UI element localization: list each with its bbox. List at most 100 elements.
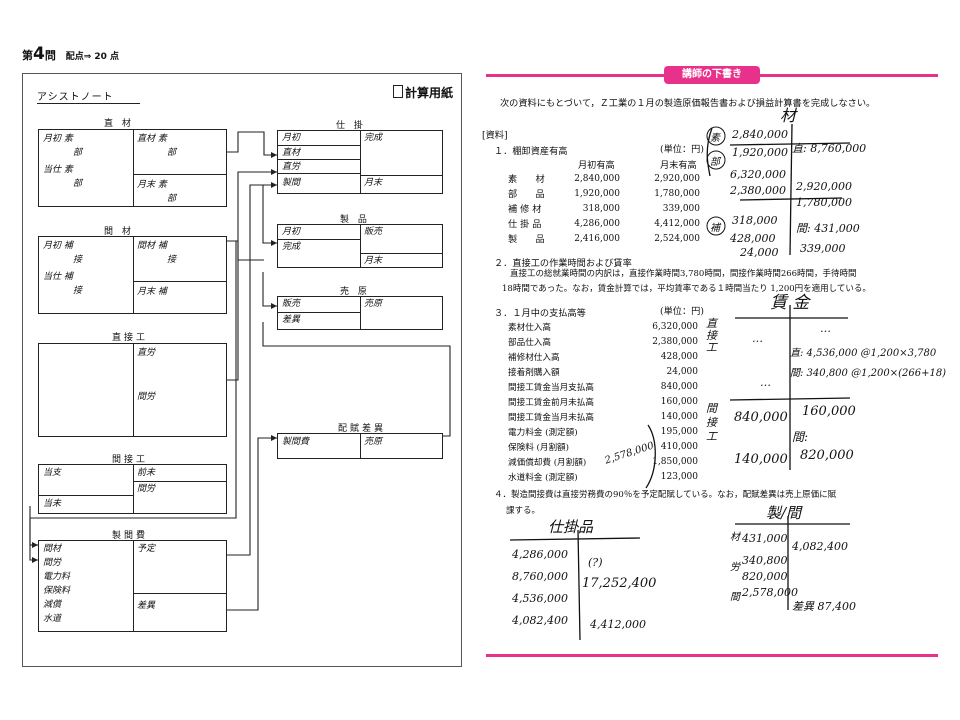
oh-r1: 間材 (43, 544, 62, 554)
wip-f: 17,252,400 (582, 576, 657, 591)
moh-d: 340,800 (742, 554, 788, 567)
dm-r3: 直材 素 (137, 134, 167, 144)
mat-c: 直: 8,760,000 (792, 142, 867, 155)
s3-row-name: 補修材仕入高 (508, 353, 560, 363)
wage-left: 直 接 工 (706, 317, 717, 354)
rep-a: 318,000 (732, 214, 778, 227)
dm-r1b: 部 (73, 148, 83, 158)
indirect-labor-title: 間接工 (112, 455, 149, 465)
mat-g: 1,780,000 (796, 196, 852, 209)
s1-col-a: 月初有高 (578, 160, 615, 171)
indirect-materials-account: 月初 補 接 当仕 補 接 間材 補 接 月末 補 (38, 236, 227, 314)
direct-labor-account: 直労 間労 (38, 343, 227, 437)
mat-a: 2,840,000 (732, 128, 788, 141)
wip-g: 4,412,000 (590, 618, 646, 631)
wip-c: 4,536,000 (512, 592, 568, 605)
dm-r2: 当仕 素 (43, 165, 73, 175)
memo-icon (392, 85, 403, 98)
s3-row-value: 195,000 (660, 427, 698, 437)
wip-d: 4,082,400 (512, 614, 568, 627)
goods-account: 月初 完成 販売 月末 (277, 224, 443, 268)
goods-title: 製 品 (340, 215, 370, 225)
assist-note-panel: アシストノート 計算用紙 (22, 73, 462, 667)
s3-row-name: 素材仕入高 (508, 323, 551, 333)
wip-e: (?) (588, 556, 603, 569)
s3-row-value: 24,000 (666, 367, 699, 377)
assist-note-title: アシストノート (37, 88, 140, 104)
wip-b: 8,760,000 (512, 570, 568, 583)
goods-r4: 月末 (364, 256, 383, 266)
s3-row-value: 123,000 (660, 472, 698, 482)
wage-dots-3: … (760, 376, 771, 389)
wip-r3: 直労 (282, 162, 301, 172)
moh-b: 431,000 (742, 532, 788, 545)
s3-row-value: 140,000 (660, 412, 698, 422)
s3-row-name: 電力料金 (測定額) (508, 428, 578, 438)
dl-r1: 直労 (137, 348, 156, 358)
wage-a: 直: 4,536,000 @1,200×3,780 (790, 348, 937, 359)
oh-r2: 間労 (43, 558, 62, 568)
s1-row-name: 補 修 材 (508, 204, 542, 215)
problem-suffix: 問 (44, 49, 56, 62)
direct-materials-account: 月初 素 部 当仕 素 部 直材 素 部 月末 素 部 (38, 129, 227, 207)
s3-row-name: 接着剤購入額 (508, 368, 560, 378)
cogs-title: 売 原 (340, 287, 370, 297)
s4-line1: ４．製造間接費は直接労務費の90％を予定配賦している。なお，配賦差異は売上原価に… (494, 490, 837, 500)
banner-line-bottom (486, 654, 938, 657)
variance-account: 製間費 売原 (277, 433, 443, 459)
s3-row-value: 410,000 (660, 442, 698, 452)
problem-prefix: 第 (22, 49, 33, 62)
s1-row-name: 素 材 (508, 174, 545, 185)
s3-row-name: 保険料 (月割額) (508, 443, 569, 453)
im-r3b: 接 (167, 255, 177, 265)
dl-r2: 間労 (137, 392, 156, 402)
wip-title-note: 仕掛品 (548, 518, 594, 536)
moh-f: 間 (730, 592, 740, 603)
oh-r5: 減償 (43, 600, 62, 610)
s3-row-value: 428,000 (660, 352, 698, 362)
s3-row-name: 減価償却費 (月割額) (508, 458, 587, 468)
s1-row-open: 2,416,000 (574, 234, 620, 244)
oh-r8: 差異 (137, 601, 156, 611)
im-r1b: 接 (73, 255, 83, 265)
var-r1: 製間費 (282, 437, 310, 447)
dm-r2b: 部 (73, 179, 83, 189)
s1-row-name: 部 品 (508, 189, 545, 200)
rep-d: 24,000 (740, 246, 779, 259)
wip-r6: 月末 (364, 178, 383, 188)
s3-row-value: 840,000 (660, 382, 698, 392)
moh-i: 差異 87,400 (792, 600, 856, 613)
s1-col-b: 月末有高 (660, 160, 697, 171)
instructor-draft-banner: 講師の下書き (664, 66, 760, 84)
intro-text: 次の資料にもとづいて，Ｚ工業の１月の製造原価報告書および損益計算書を完成しなさい… (500, 98, 876, 109)
s1-unit: (単位：円) (660, 144, 704, 155)
dm-r1: 月初 素 (43, 134, 73, 144)
ind-e: 820,000 (800, 448, 854, 463)
wip-account: 月初 直材 直労 製間 完成 月末 (277, 130, 443, 194)
wip-a: 4,286,000 (512, 548, 568, 561)
s1-row-open: 1,920,000 (574, 189, 620, 199)
problem-header: 第4問 配点⇒ 20 点 (22, 44, 119, 64)
goods-r3: 販売 (364, 227, 383, 237)
s1-row-name: 製 品 (508, 234, 545, 245)
goods-r2: 完成 (282, 242, 301, 252)
il-r3: 間労 (137, 484, 156, 494)
cogs-r1: 販売 (282, 299, 301, 309)
wage-dots-1: … (752, 332, 763, 345)
mat-kind3: 補 (710, 223, 720, 234)
s2-title: ２．直接工の作業時間および賃率 (494, 258, 632, 269)
s1-row-name: 仕 掛 品 (508, 219, 542, 230)
variance-title: 配賦差異 (338, 424, 387, 434)
s3-row-name: 水道料金 (測定額) (508, 473, 578, 483)
mat-e: 2,380,000 (730, 184, 786, 197)
cogs-r2: 差異 (282, 315, 301, 325)
mat-kind1: 素 (710, 133, 720, 144)
s3-row-name: 部品仕入高 (508, 338, 551, 348)
im-r4: 月末 補 (137, 287, 167, 297)
rep-c: 428,000 (730, 232, 776, 245)
s3-title: ３．１月中の支払高等 (494, 308, 586, 319)
mat-title: 材 (780, 106, 797, 125)
wip-r2: 直材 (282, 148, 301, 158)
problem-number: 4 (33, 44, 45, 64)
var-r2: 売原 (364, 437, 383, 447)
